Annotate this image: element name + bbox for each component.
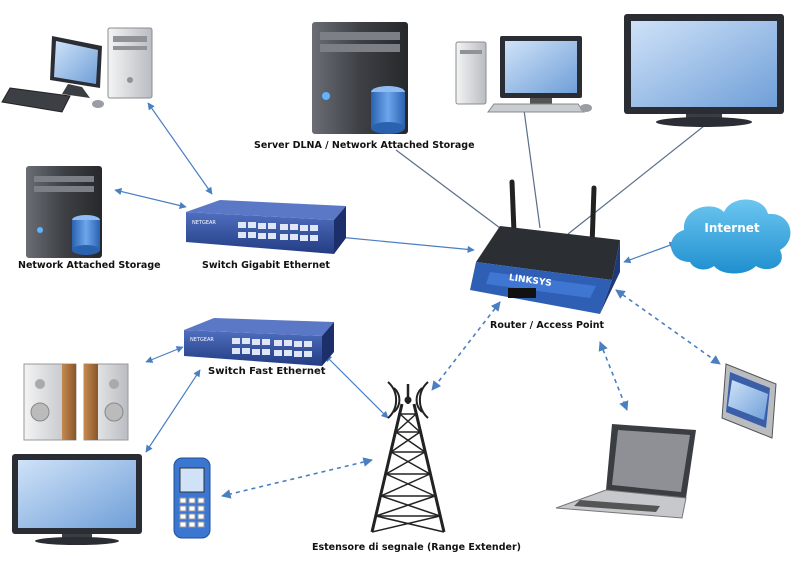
router-icon: LINKSYS (470, 179, 620, 314)
label-switch-gigabit: Switch Gigabit Ethernet (202, 260, 330, 271)
switch-icon: NETGEAR (186, 200, 346, 254)
switch-brand: NETGEAR (190, 337, 214, 343)
internet-label: Internet (704, 221, 759, 235)
link-server-router (395, 149, 501, 229)
tv-icon (12, 454, 142, 545)
pc-icon (455, 36, 592, 113)
link-tv-router (567, 125, 705, 235)
connections (114, 102, 705, 453)
speaker-icon (23, 363, 129, 441)
wifi-router-tower (431, 301, 501, 391)
wifi-router-tablet (615, 289, 721, 365)
switch-brand: NETGEAR (192, 220, 216, 226)
server-icon (312, 22, 408, 134)
link-internet-router (623, 241, 677, 264)
switch-icon: NETGEAR (184, 318, 334, 366)
label-nas: Network Attached Storage (18, 260, 161, 271)
tablet-icon (721, 363, 777, 439)
link-fastswitch-tv (145, 369, 201, 453)
label-server-dlna: Server DLNA / Network Attached Storage (254, 140, 475, 151)
link-nas-switch (114, 188, 187, 209)
label-switch-fast: Switch Fast Ethernet (208, 366, 326, 377)
link-switch-router (337, 234, 475, 253)
label-router: Router / Access Point (490, 320, 605, 331)
link-fastswitch-speakers (145, 346, 184, 363)
laptop-icon (555, 424, 696, 519)
cloud-icon: Internet (671, 199, 791, 274)
link-pc-router (523, 109, 541, 229)
mobile-phone-icon (173, 457, 211, 539)
wifi-router-laptop (598, 341, 629, 411)
label-range-extender: Estensore di segnale (Range Extender) (312, 542, 521, 553)
wireless-links (221, 289, 721, 499)
link-desktop-switch (147, 102, 213, 195)
tv-icon (624, 14, 784, 127)
link-fastswitch-tower (324, 354, 389, 419)
nas-icon (26, 166, 102, 258)
antenna-tower-icon (370, 381, 446, 533)
wifi-tower-phone (221, 457, 373, 499)
desktop-pc-icon (1, 27, 153, 113)
